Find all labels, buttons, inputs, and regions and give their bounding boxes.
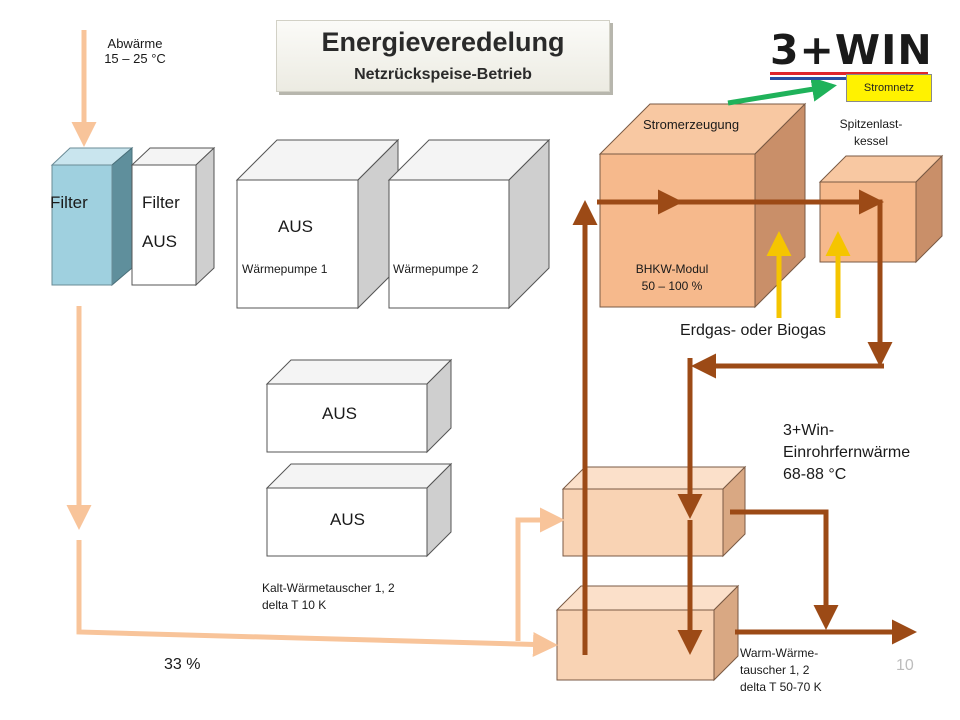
- heat-pump-1-label: Wärmepumpe 1: [242, 262, 328, 276]
- warm-exchanger-label: Warm-Wärme- tauscher 1, 2 delta T 50-70 …: [740, 645, 822, 696]
- share-label: 33 %: [164, 656, 201, 673]
- chp-module-range: 50 – 100 %: [641, 279, 703, 293]
- cold-exchanger-upper-box: [265, 358, 453, 454]
- heat-pump-2-box: [387, 138, 551, 310]
- warm-exchanger-upper-box: [561, 465, 747, 558]
- chp-module-box: [598, 102, 807, 309]
- fuel-label: Erdgas- oder Biogas: [680, 322, 826, 339]
- chp-module-label: BHKW-Modul 50 – 100 %: [622, 261, 722, 295]
- riser-to-warm-exchanger-arrow: [515, 507, 565, 641]
- filter-inactive-box: [130, 146, 216, 287]
- cold-exchanger-caption: Kalt-Wärmetauscher 1, 2 delta T 10 K: [262, 580, 395, 614]
- power-export-arrow: [727, 76, 837, 106]
- heat-pump-1-box: [235, 138, 400, 310]
- cold-flow-arrows: [66, 30, 565, 657]
- cold-exchanger-upper-status: AUS: [322, 404, 357, 423]
- page-title: Energieveredelung: [321, 27, 565, 57]
- brand-logo: 3+WIN: [770, 26, 933, 74]
- warm-exchanger-line3: delta T 50-70 K: [740, 680, 822, 694]
- warm-exchanger-line2: tauscher 1, 2: [740, 663, 810, 677]
- cold-exchanger-caption-line2: delta T 10 K: [262, 598, 327, 612]
- cold-exchanger-caption-line1: Kalt-Wärmetauscher 1, 2: [262, 581, 395, 595]
- cold-exchanger-lower-status: AUS: [330, 510, 365, 529]
- logo-stripe-red: [770, 72, 928, 75]
- power-grid-badge: Stromnetz: [846, 74, 932, 102]
- district-heat-line3: 68-88 °C: [783, 466, 847, 483]
- heat-pump-2-label: Wärmepumpe 2: [393, 262, 479, 276]
- peak-boiler-line2: kessel: [853, 134, 888, 148]
- district-branch-arrow: [730, 509, 839, 630]
- bottom-collector-arrow: [76, 540, 558, 657]
- filter-box: [50, 146, 134, 287]
- district-heat-line2: Einrohrfernwärme: [783, 444, 911, 461]
- peak-boiler-label: Spitzenlast- kessel: [826, 116, 916, 150]
- filter-label: Filter: [50, 193, 88, 212]
- heat-pump-status: AUS: [278, 217, 313, 236]
- peak-boiler-box: [818, 154, 944, 264]
- page-subtitle: Netzrückspeise-Betrieb: [354, 66, 532, 83]
- gas-supply-arrows: [766, 231, 851, 318]
- waste-heat-temperature: 15 – 25 °C: [104, 51, 166, 66]
- hot-flow-arrows: [572, 189, 917, 655]
- peak-boiler-line1: Spitzenlast-: [839, 117, 903, 131]
- title-box: Energieveredelung Netzrückspeise-Betrieb: [276, 20, 610, 92]
- district-heat-label: 3+Win- Einrohrfernwärme 68-88 °C: [783, 420, 910, 486]
- district-heat-line1: 3+Win-: [783, 422, 835, 439]
- boiler-outflow-arrow: [860, 199, 893, 367]
- page-number: 10: [896, 657, 914, 674]
- filter-inactive-status: AUS: [142, 232, 177, 251]
- chp-module-name: BHKW-Modul: [635, 262, 709, 276]
- filter-inactive-label: Filter: [142, 193, 180, 212]
- cold-exchanger-lower-box: [265, 462, 453, 558]
- warm-exchanger-line1: Warm-Wärme-: [740, 646, 819, 660]
- chp-heading: Stromerzeugung: [643, 117, 740, 132]
- waste-heat-label: Abwärme 15 – 25 °C: [90, 36, 180, 66]
- waste-heat-title: Abwärme: [107, 36, 163, 51]
